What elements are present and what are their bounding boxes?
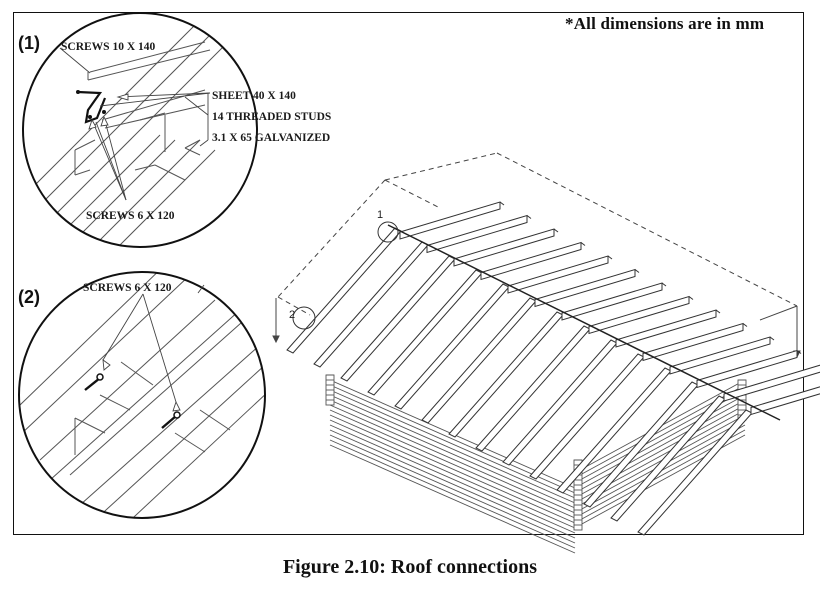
wall-log (329, 439, 576, 549)
rafter (475, 325, 591, 452)
rafter (615, 309, 721, 348)
rafter (399, 201, 505, 240)
detail-2-number: (2) (18, 287, 40, 307)
wall-log (329, 414, 576, 524)
wall-log (579, 394, 746, 486)
label-galvanized: 3.1 X 65 GALVANIZED (212, 132, 330, 144)
rafter (642, 322, 748, 362)
callout-circle-1 (377, 221, 399, 243)
callout-label-2: 2 (289, 309, 295, 321)
wall-log (329, 399, 576, 509)
rafter (453, 228, 559, 267)
label-screws-10x140: SCREWS 10 X 140 (61, 41, 156, 53)
steel-bracket (77, 90, 107, 124)
label-threaded-studs: 14 THREADED STUDS (212, 111, 331, 123)
figure-caption: Figure 2.10: Roof connections (282, 556, 538, 578)
wall-log (329, 434, 576, 544)
wall-log (329, 409, 576, 519)
rafter (669, 336, 775, 375)
label-sheet-40x140: SHEET 40 X 140 (212, 90, 296, 102)
rafter (637, 409, 753, 536)
rafter (583, 381, 699, 508)
wall-log (329, 424, 576, 534)
wall-log (579, 399, 746, 491)
wall-log (329, 444, 576, 554)
rafter (426, 214, 532, 254)
rafter (502, 339, 618, 466)
rafter (561, 282, 667, 321)
label-screws-6x120-detail-1: SCREWS 6 X 120 (86, 210, 175, 222)
rafter (696, 349, 802, 389)
screw-2 (161, 415, 177, 429)
wall-log (329, 404, 576, 514)
detail-1-magnifier: (1) SCREWS 10 X 140 SHEET 40 X 140 14 TH… (18, 12, 331, 248)
rafter (556, 367, 672, 494)
wall-log (329, 419, 576, 529)
rafter (421, 297, 537, 424)
ridge-beam (387, 224, 781, 421)
rafter (529, 353, 645, 480)
rafter (610, 395, 726, 522)
rafter (507, 255, 613, 294)
roof-outline-dashed (277, 152, 798, 316)
wall-log (329, 429, 576, 539)
detail-1-number: (1) (18, 33, 40, 53)
label-screws-6x120-detail-2: SCREWS 6 X 120 (83, 282, 172, 294)
rafter (394, 283, 510, 410)
rafter (367, 269, 483, 396)
rafters (286, 201, 820, 536)
rafter (588, 295, 694, 335)
rafter (750, 386, 820, 416)
wall-log (329, 394, 576, 504)
detail-2-magnifier: (2) SCREWS 6 X 120 (18, 271, 266, 519)
wall-log (329, 389, 576, 499)
roof-isometric-view: 1 2 (272, 152, 820, 554)
screw-1 (84, 377, 101, 391)
rafter (480, 241, 586, 281)
rafter (723, 364, 820, 402)
rafter (534, 268, 640, 308)
dimensions-note: *All dimensions are in mm (565, 14, 765, 33)
callout-circle-2 (292, 306, 316, 330)
rafter (448, 311, 564, 438)
callout-label-1: 1 (377, 209, 383, 221)
